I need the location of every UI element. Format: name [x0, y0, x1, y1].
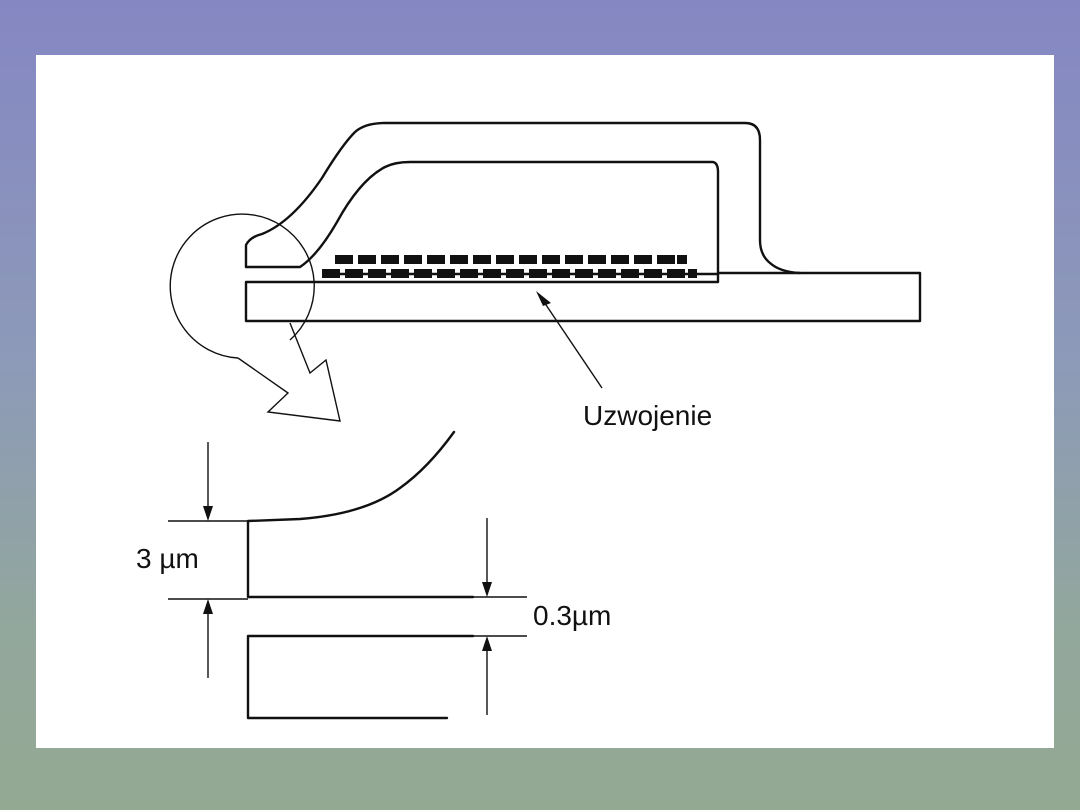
coil-turn — [345, 269, 363, 278]
coil-turn — [667, 269, 685, 278]
coil-turn — [644, 269, 662, 278]
dim-03um-lower-arrowhead — [482, 636, 492, 651]
coil-turn — [322, 269, 340, 278]
coil-turn — [506, 269, 524, 278]
zoom-arrow — [237, 322, 341, 422]
winding-pointer-line — [539, 295, 603, 389]
coil-turn — [529, 269, 547, 278]
coil-turn — [542, 255, 560, 264]
coil-turn — [565, 255, 583, 264]
winding-label: Uzwojenie — [583, 400, 712, 431]
coil-turn — [437, 269, 455, 278]
coil-turn — [391, 269, 409, 278]
coil-turn — [404, 255, 422, 264]
gap-lower-pole — [246, 634, 475, 720]
coil-turn — [460, 269, 478, 278]
coil-winding-upper-row — [335, 255, 687, 264]
coil-turn — [519, 255, 537, 264]
coil-turn — [552, 269, 570, 278]
slide-panel — [36, 55, 1054, 748]
coil-turn — [688, 269, 697, 278]
coil-winding-lower-row — [322, 269, 697, 278]
coil-turn — [427, 255, 445, 264]
dim-3um-upper-arrowhead — [203, 506, 213, 521]
upper-pole-inner — [244, 160, 720, 276]
coil-turn — [677, 255, 687, 264]
coil-turn — [368, 269, 386, 278]
coil-turn — [496, 255, 514, 264]
winding-pointer-arrowhead — [536, 291, 551, 306]
dim-3um-lower-arrowhead — [203, 599, 213, 614]
coil-turn — [598, 269, 616, 278]
coil-turn — [473, 255, 491, 264]
coil-turn — [634, 255, 652, 264]
coil-turn — [483, 269, 501, 278]
coil-turn — [414, 269, 432, 278]
coil-turn — [588, 255, 606, 264]
coil-turn — [611, 255, 629, 264]
dim-03um-upper-arrowhead — [482, 582, 492, 597]
coil-turn — [358, 255, 376, 264]
coil-turn — [657, 255, 675, 264]
coil-turn — [450, 255, 468, 264]
upper-pole-outer — [244, 121, 802, 275]
magnifier-circle — [169, 213, 315, 359]
gap-upper-pole — [246, 430, 475, 599]
gap-width-label: 0.3µm — [533, 600, 611, 631]
coil-turn — [381, 255, 399, 264]
coil-turn — [621, 269, 639, 278]
coil-turn — [335, 255, 353, 264]
gap-height-label: 3 µm — [136, 543, 199, 574]
coil-turn — [575, 269, 593, 278]
lower-pole — [244, 271, 922, 323]
